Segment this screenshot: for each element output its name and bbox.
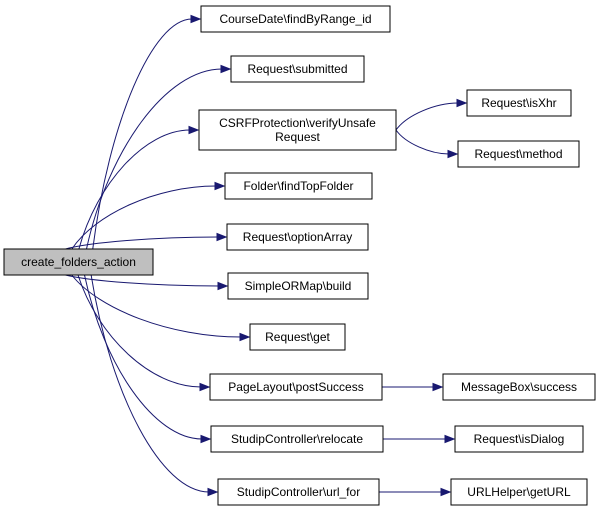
node-msgsuccess[interactable]: MessageBox\success bbox=[442, 373, 596, 401]
node-method[interactable]: Request\method bbox=[457, 140, 580, 168]
edge-root-to-relocate bbox=[84, 274, 212, 444]
node-box-optionarray bbox=[226, 223, 369, 251]
edge-line bbox=[395, 129, 450, 155]
node-box-geturl bbox=[450, 478, 588, 506]
arrowhead bbox=[217, 281, 229, 291]
node-box-isdialog bbox=[454, 425, 584, 453]
arrowhead bbox=[239, 332, 251, 342]
edge-root-to-build bbox=[65, 274, 229, 291]
edge-postsuccess-to-msgsuccess bbox=[381, 382, 444, 392]
arrowhead bbox=[432, 382, 444, 392]
node-label-csrf: Request bbox=[275, 130, 320, 144]
edge-line bbox=[65, 236, 219, 250]
node-root[interactable]: create_folders_action bbox=[3, 248, 154, 276]
node-label-submitted: Request\submitted bbox=[247, 62, 347, 76]
node-box-urlfor bbox=[217, 478, 380, 506]
arrowhead bbox=[200, 434, 212, 444]
arrowhead bbox=[220, 64, 232, 74]
node-label-method: Request\method bbox=[474, 147, 562, 161]
node-label-urlfor: StudipController\url_for bbox=[237, 485, 360, 499]
edge-root-to-findtop bbox=[71, 181, 226, 250]
node-label-postsuccess: PageLayout\postSuccess bbox=[228, 380, 363, 394]
node-label-msgsuccess: MessageBox\success bbox=[461, 380, 577, 394]
node-label-build: SimpleORMap\build bbox=[245, 279, 352, 293]
arrowhead bbox=[199, 382, 211, 392]
node-build[interactable]: SimpleORMap\build bbox=[227, 272, 369, 300]
node-postsuccess[interactable]: PageLayout\postSuccess bbox=[209, 373, 383, 401]
arrowhead bbox=[190, 14, 202, 24]
node-box-csrf bbox=[198, 109, 397, 151]
node-get[interactable]: Request\get bbox=[249, 323, 346, 351]
edge-root-to-submitted bbox=[86, 64, 232, 250]
node-box-method bbox=[457, 140, 580, 168]
node-urlfor[interactable]: StudipController\url_for bbox=[217, 478, 380, 506]
call-graph-nodes: create_folders_action CourseDate\findByRa… bbox=[3, 5, 596, 506]
node-box-root bbox=[3, 248, 154, 276]
edge-root-to-coursedate bbox=[92, 14, 202, 250]
arrowhead bbox=[444, 434, 456, 444]
node-box-postsuccess bbox=[209, 373, 383, 401]
edge-csrf-to-method bbox=[395, 129, 459, 159]
arrowhead bbox=[447, 149, 459, 159]
node-box-msgsuccess bbox=[442, 373, 596, 401]
node-isxhr[interactable]: Request\isXhr bbox=[466, 89, 572, 117]
edge-relocate-to-isdialog bbox=[383, 434, 456, 444]
arrowhead bbox=[207, 487, 219, 497]
edge-line bbox=[71, 274, 242, 338]
edge-line bbox=[84, 274, 203, 440]
node-label-findtop: Folder\findTopFolder bbox=[243, 179, 353, 193]
edge-root-to-csrf bbox=[78, 125, 200, 250]
edge-root-to-optionarray bbox=[65, 232, 228, 250]
edge-root-to-postsuccess bbox=[77, 274, 211, 392]
edge-root-to-get bbox=[71, 274, 251, 342]
node-submitted[interactable]: Request\submitted bbox=[230, 55, 365, 83]
node-label-isxhr: Request\isXhr bbox=[481, 96, 556, 110]
node-isdialog[interactable]: Request\isDialog bbox=[454, 425, 584, 453]
node-label-geturl: URLHelper\getURL bbox=[467, 485, 571, 499]
node-box-relocate bbox=[210, 425, 384, 453]
arrowhead bbox=[214, 181, 226, 191]
node-label-coursedate: CourseDate\findByRange_id bbox=[219, 12, 371, 26]
edge-line bbox=[77, 274, 202, 388]
edge-urlfor-to-geturl bbox=[378, 487, 452, 497]
edge-line bbox=[90, 274, 210, 493]
node-box-findtop bbox=[224, 172, 373, 200]
node-box-coursedate bbox=[200, 5, 391, 33]
node-label-root: create_folders_action bbox=[21, 255, 136, 269]
node-label-optionarray: Request\optionArray bbox=[243, 230, 352, 244]
node-geturl[interactable]: URLHelper\getURL bbox=[450, 478, 588, 506]
node-box-submitted bbox=[230, 55, 365, 83]
edge-line bbox=[92, 18, 193, 250]
edge-csrf-to-isxhr bbox=[395, 98, 468, 131]
edge-line bbox=[65, 274, 220, 287]
edge-root-to-urlfor bbox=[90, 274, 219, 497]
edge-line bbox=[71, 185, 217, 250]
arrowhead bbox=[456, 98, 468, 108]
edge-line bbox=[78, 129, 191, 250]
node-optionarray[interactable]: Request\optionArray bbox=[226, 223, 369, 251]
node-box-get bbox=[249, 323, 346, 351]
node-findtop[interactable]: Folder\findTopFolder bbox=[224, 172, 373, 200]
node-label-csrf: CSRFProtection\verifyUnsafe bbox=[219, 116, 376, 130]
node-box-build bbox=[227, 272, 369, 300]
node-label-get: Request\get bbox=[265, 330, 330, 344]
node-coursedate[interactable]: CourseDate\findByRange_id bbox=[200, 5, 391, 33]
node-label-relocate: StudipController\relocate bbox=[231, 432, 363, 446]
edge-line bbox=[86, 68, 223, 250]
arrowhead bbox=[216, 232, 228, 242]
node-label-isdialog: Request\isDialog bbox=[474, 432, 565, 446]
call-graph-edges bbox=[65, 14, 468, 497]
edge-line bbox=[395, 102, 459, 131]
node-relocate[interactable]: StudipController\relocate bbox=[210, 425, 384, 453]
node-box-isxhr bbox=[466, 89, 572, 117]
arrowhead bbox=[440, 487, 452, 497]
arrowhead bbox=[188, 125, 200, 135]
